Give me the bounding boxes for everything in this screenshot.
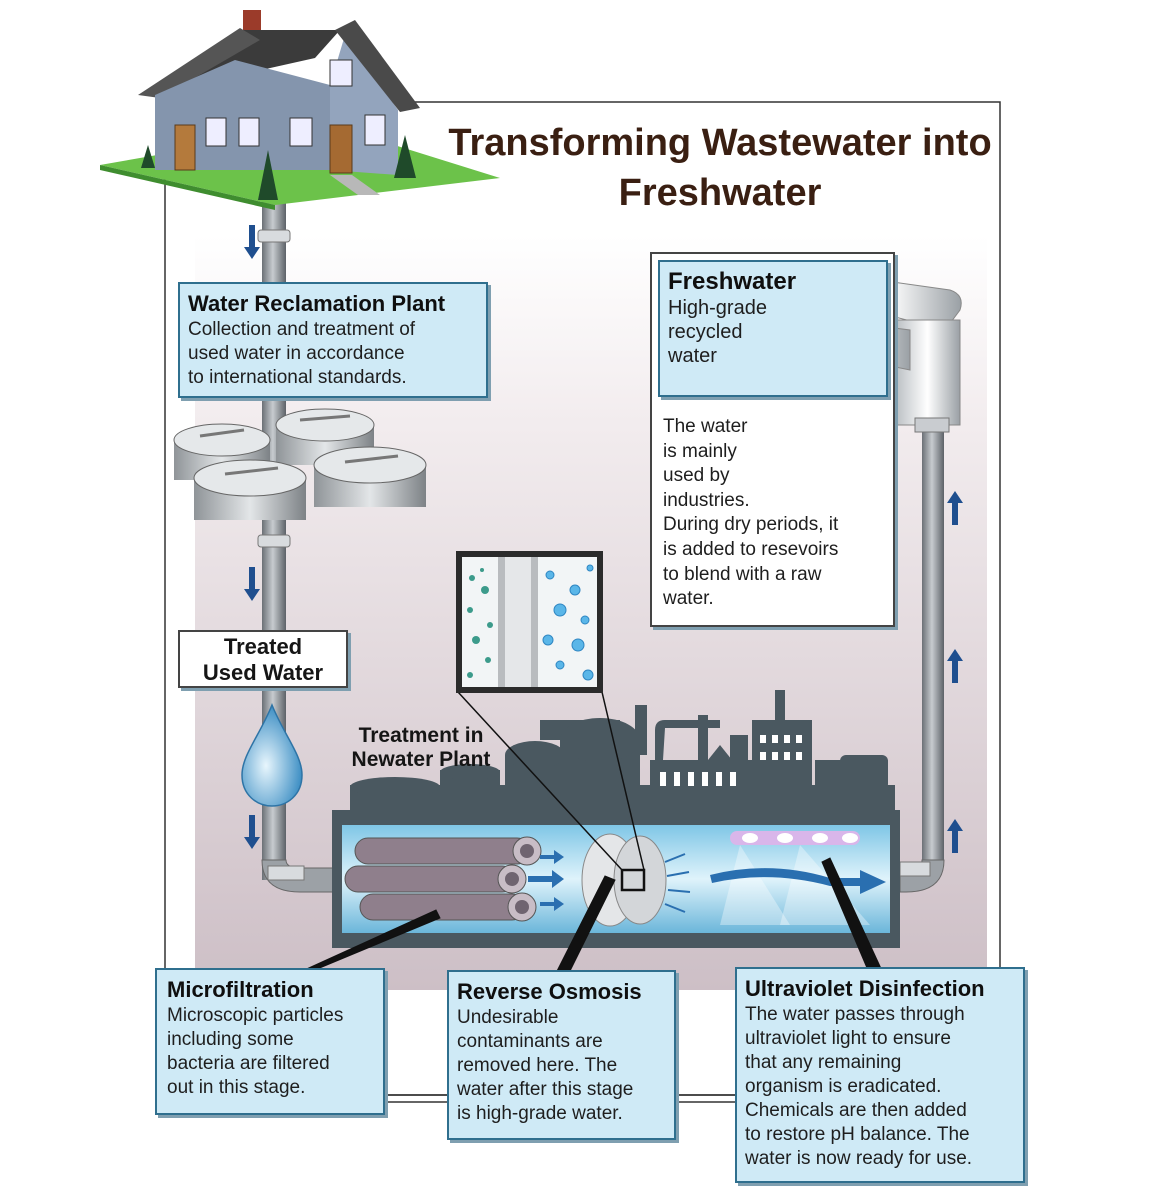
freshwater-subtext: High-grade recycled water	[668, 297, 767, 367]
plant-windows	[660, 735, 802, 786]
microfiltration-text: Microscopic particles including some bac…	[167, 1005, 344, 1098]
freshwater-callout: Freshwater High-grade recycled water	[658, 260, 888, 397]
treated-water-label-box: Treated Used Water	[178, 630, 348, 688]
microfiltration-callout: Microfiltration Microscopic particles in…	[155, 968, 385, 1115]
permeate-arrows	[664, 853, 691, 913]
diagram-title: Transforming Wastewater into Freshwater	[448, 122, 992, 214]
reverse-osmosis-callout: Reverse Osmosis Undesirable contaminants…	[447, 970, 676, 1140]
freshwater-heading: Freshwater	[668, 268, 797, 295]
uv-flow-arrow	[710, 868, 886, 894]
treated-water-label: Treated Used Water	[202, 634, 324, 685]
microfiltration-heading: Microfiltration	[167, 977, 314, 1002]
water-drop-icon	[241, 702, 303, 807]
membrane-zoom-inset	[456, 551, 603, 693]
microfiltration-coils	[344, 836, 542, 922]
reclamation-text: Collection and treatment of used water i…	[188, 319, 416, 388]
reclamation-tanks	[173, 408, 427, 520]
uv-text: The water passes through ultraviolet lig…	[745, 1004, 973, 1169]
uv-lamps	[720, 831, 870, 925]
house-illustration	[100, 10, 500, 210]
plant-label: Treatment in Newater Plant	[351, 724, 491, 771]
reverse-osmosis-text: Undesirable contaminants are removed her…	[457, 1007, 634, 1124]
pipe-right	[922, 420, 944, 865]
reclamation-callout: Water Reclamation Plant Collection and t…	[178, 282, 488, 398]
uv-callout: Ultraviolet Disinfection The water passe…	[735, 967, 1025, 1183]
freshwater-text: The water is mainly used by industries. …	[663, 416, 839, 610]
flow-arrows	[244, 225, 963, 853]
reclamation-heading: Water Reclamation Plant	[188, 291, 446, 316]
reverse-osmosis-heading: Reverse Osmosis	[457, 979, 642, 1004]
uv-heading: Ultraviolet Disinfection	[745, 976, 985, 1001]
callout-leaders	[299, 857, 885, 1096]
flow-arrows-tube	[528, 850, 564, 911]
